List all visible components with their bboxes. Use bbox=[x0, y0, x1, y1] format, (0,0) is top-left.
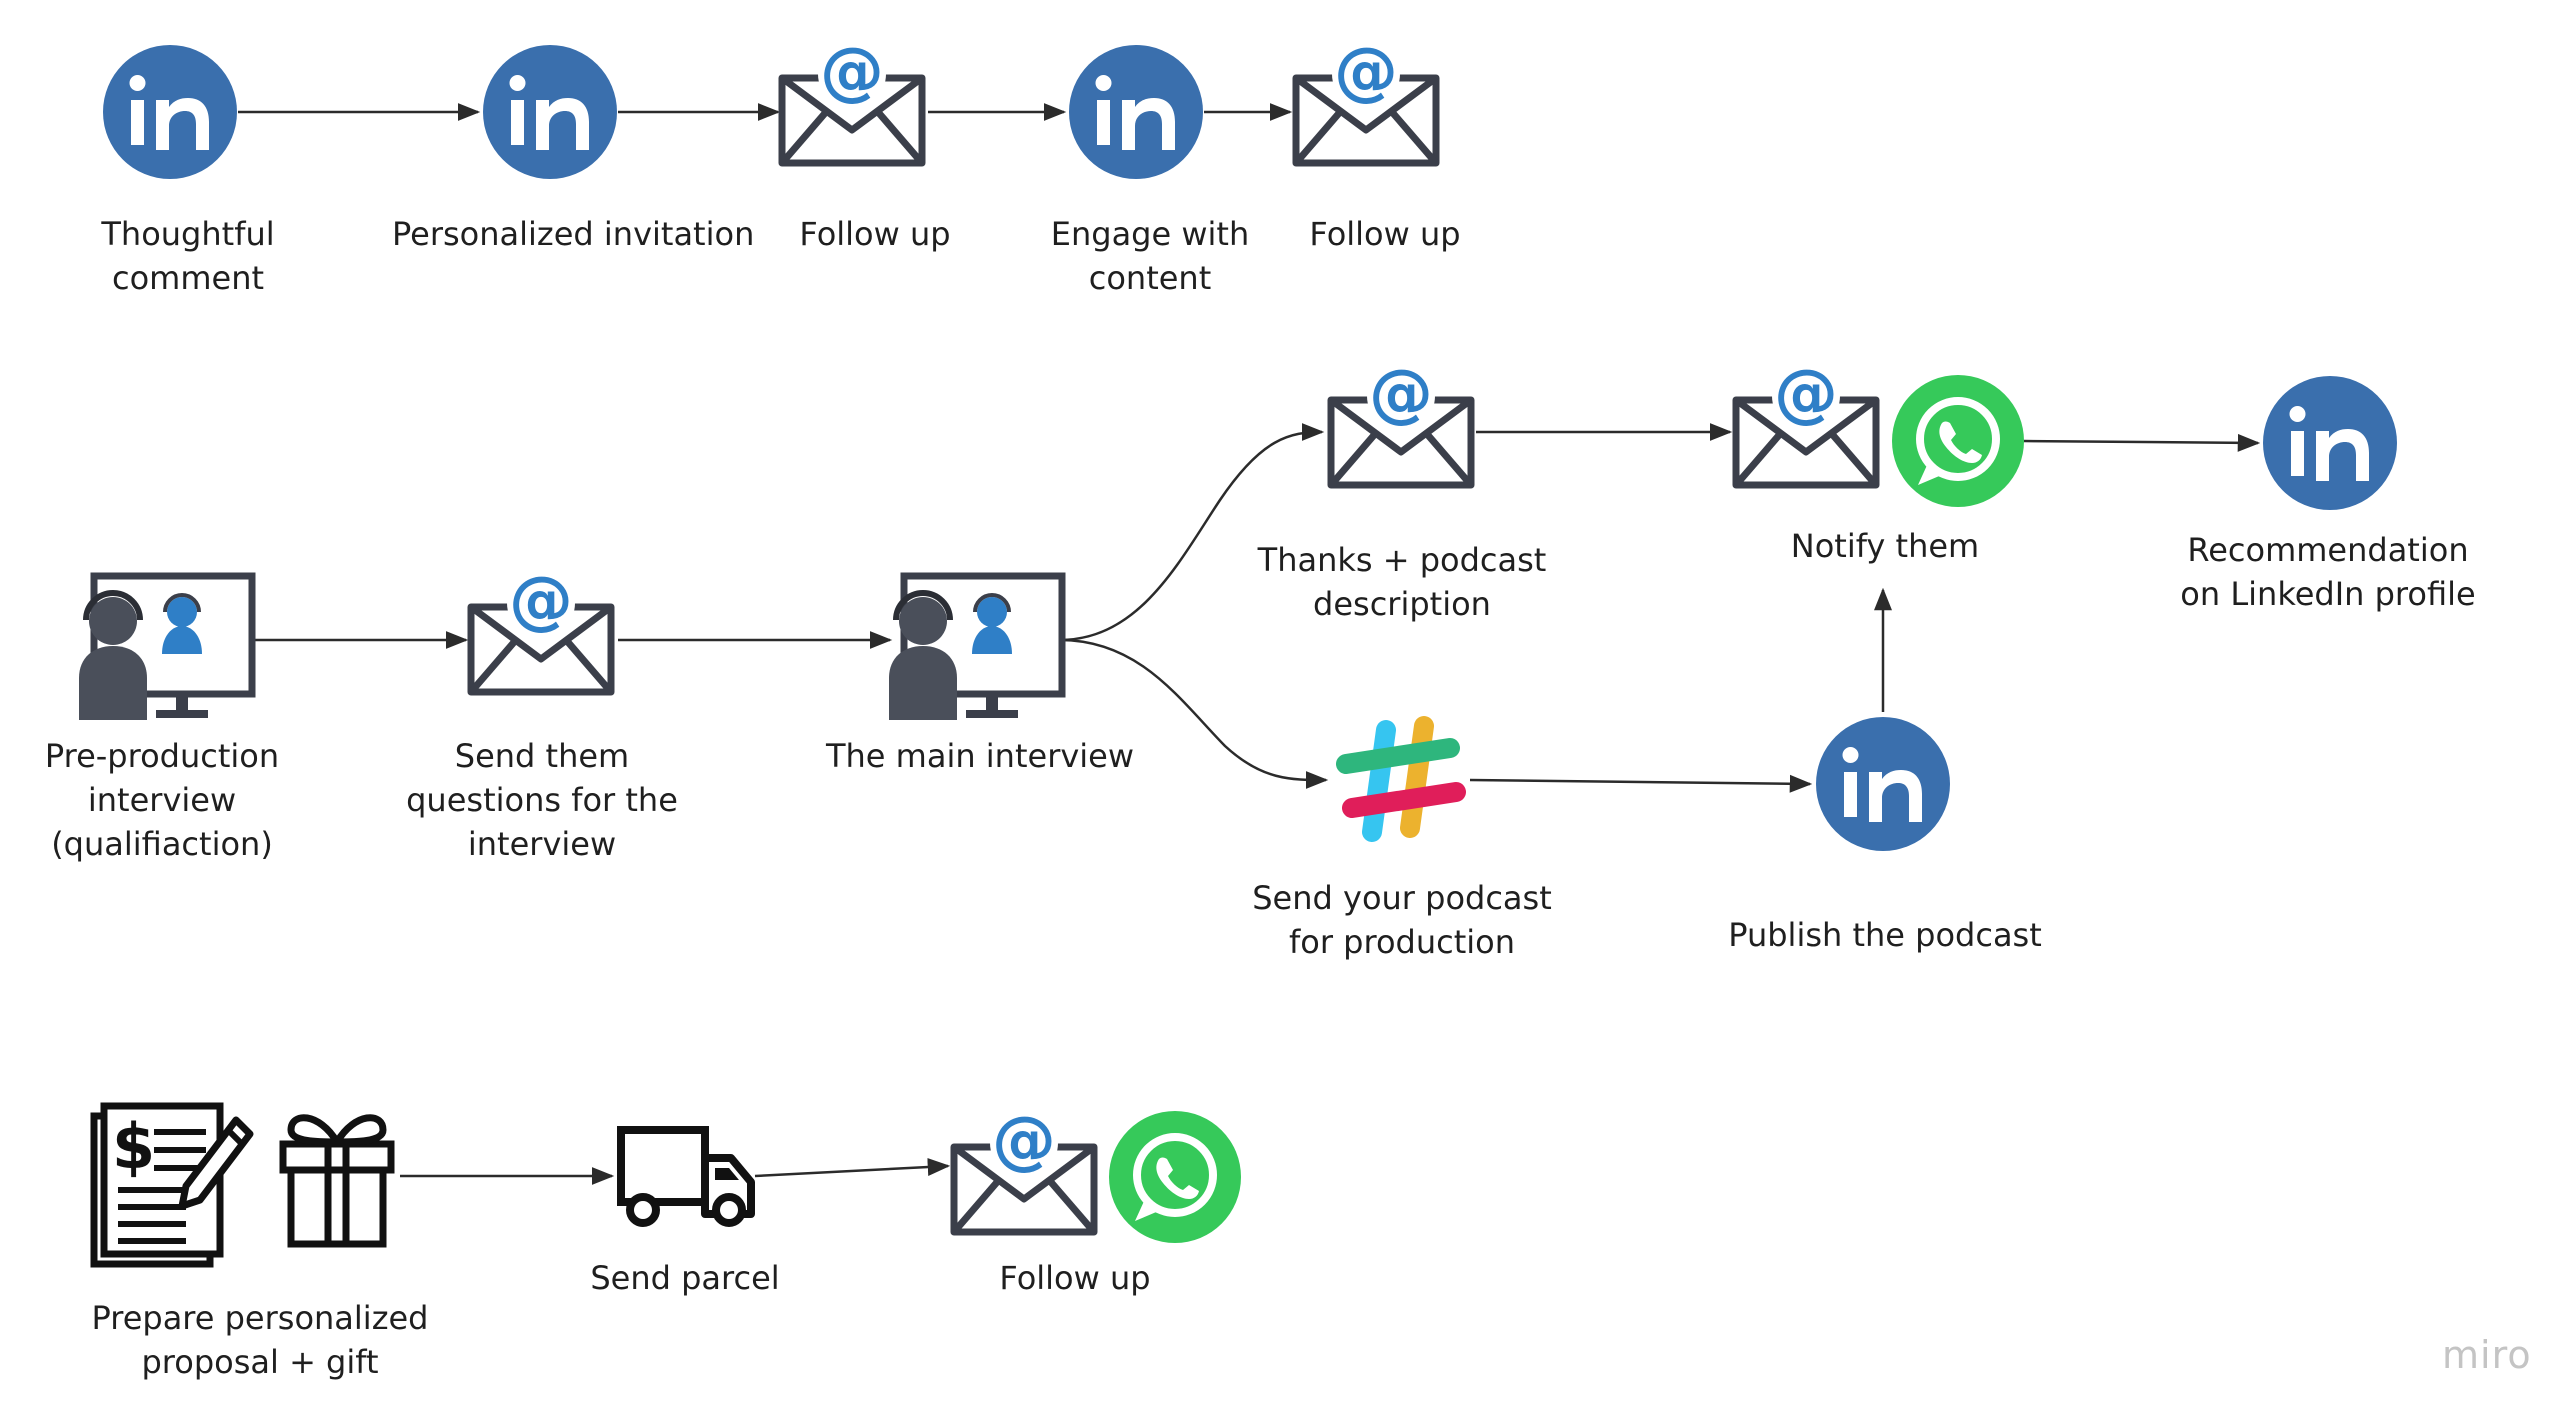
email-icon: @ bbox=[1732, 357, 1880, 489]
label-line: (qualifiaction) bbox=[51, 825, 273, 863]
label-line: questions for the bbox=[406, 781, 678, 819]
connectors bbox=[238, 103, 2261, 1185]
label-thoughtful-comment: Thoughtful comment bbox=[58, 212, 318, 300]
label-line: The main interview bbox=[825, 737, 1135, 775]
label-personalized-invitation: Personalized invitation bbox=[392, 212, 755, 256]
connector-n8-n9 bbox=[1059, 423, 1325, 642]
label-line: Personalized invitation bbox=[392, 215, 755, 253]
svg-text:@: @ bbox=[820, 35, 884, 109]
label-line: content bbox=[1088, 259, 1212, 297]
connector-n10-n11 bbox=[2023, 433, 2261, 452]
label-notify-them: Notify them bbox=[1735, 524, 2035, 568]
label-pre-production-interview: Pre-production interview (qualifiaction) bbox=[22, 734, 302, 866]
label-main-interview: The main interview bbox=[815, 734, 1145, 778]
label-line: Notify them bbox=[1790, 527, 1980, 565]
slack-icon bbox=[1336, 716, 1466, 842]
label-prepare-proposal-gift: Prepare personalized proposal + gift bbox=[90, 1296, 430, 1384]
label-send-podcast-production: Send your podcast for production bbox=[1242, 876, 1562, 964]
label-send-parcel: Send parcel bbox=[575, 1256, 795, 1300]
label-line: Follow up bbox=[999, 1259, 1151, 1297]
label-thanks-podcast-description: Thanks + podcast description bbox=[1252, 538, 1552, 626]
email-icon: @ bbox=[1327, 357, 1475, 489]
label-line: for production bbox=[1289, 923, 1515, 961]
label-line: Pre-production bbox=[44, 737, 280, 775]
connector-n8-n12 bbox=[1059, 638, 1329, 789]
label-line: proposal + gift bbox=[141, 1343, 379, 1381]
label-follow-up-3: Follow up bbox=[965, 1256, 1185, 1300]
label-line: Engage with bbox=[1050, 215, 1250, 253]
label-recommendation-linkedin: Recommendation on LinkedIn profile bbox=[2168, 528, 2488, 616]
label-line: Send them bbox=[454, 737, 630, 775]
connector-n12-n13 bbox=[1469, 774, 1813, 793]
miro-watermark: miro bbox=[2442, 1333, 2532, 1377]
linkedin-icon bbox=[103, 45, 237, 179]
label-line: Follow up bbox=[1309, 215, 1461, 253]
email-icon: @ bbox=[778, 35, 926, 167]
label-publish-podcast: Publish the podcast bbox=[1710, 913, 2060, 957]
svg-text:@: @ bbox=[509, 564, 573, 638]
label-line: Publish the podcast bbox=[1728, 916, 2042, 954]
truck-icon bbox=[617, 1126, 755, 1227]
label-line: description bbox=[1313, 585, 1491, 623]
label-engage-with-content: Engage with content bbox=[1020, 212, 1280, 300]
linkedin-icon bbox=[1069, 45, 1203, 179]
label-line: Send parcel bbox=[590, 1259, 780, 1297]
whatsapp-icon bbox=[1892, 375, 2024, 507]
label-line: Prepare personalized bbox=[91, 1299, 429, 1337]
label-follow-up-2: Follow up bbox=[1275, 212, 1495, 256]
svg-text:@: @ bbox=[992, 1104, 1056, 1178]
label-line: Thoughtful bbox=[101, 215, 275, 253]
email-icon: @ bbox=[950, 1104, 1098, 1236]
label-line: comment bbox=[111, 259, 265, 297]
label-line: interview bbox=[467, 825, 617, 863]
svg-text:@: @ bbox=[1774, 357, 1838, 431]
gift-icon bbox=[279, 1114, 395, 1248]
label-follow-up-1: Follow up bbox=[765, 212, 985, 256]
svg-text:@: @ bbox=[1369, 357, 1433, 431]
linkedin-icon bbox=[483, 45, 617, 179]
label-line: Follow up bbox=[799, 215, 951, 253]
label-line: Send your podcast bbox=[1252, 879, 1552, 917]
label-send-questions: Send them questions for the interview bbox=[392, 734, 692, 866]
label-line: Recommendation bbox=[2187, 531, 2469, 569]
linkedin-icon bbox=[1816, 717, 1950, 851]
label-line: on LinkedIn profile bbox=[2180, 575, 2476, 613]
email-icon: @ bbox=[467, 564, 615, 696]
svg-text:@: @ bbox=[1334, 35, 1398, 109]
linkedin-icon bbox=[2263, 376, 2397, 510]
connector-n15-n16 bbox=[754, 1158, 951, 1178]
label-line: interview bbox=[87, 781, 237, 819]
video-call-icon bbox=[889, 572, 1066, 720]
invoice-icon: $ bbox=[90, 1102, 254, 1268]
video-call-icon bbox=[79, 572, 256, 720]
nodes: @ @ @ @ @ $ @ bbox=[79, 35, 2397, 1268]
label-line: Thanks + podcast bbox=[1257, 541, 1547, 579]
svg-text:$: $ bbox=[112, 1110, 155, 1183]
whatsapp-icon bbox=[1109, 1111, 1241, 1243]
email-icon: @ bbox=[1292, 35, 1440, 167]
